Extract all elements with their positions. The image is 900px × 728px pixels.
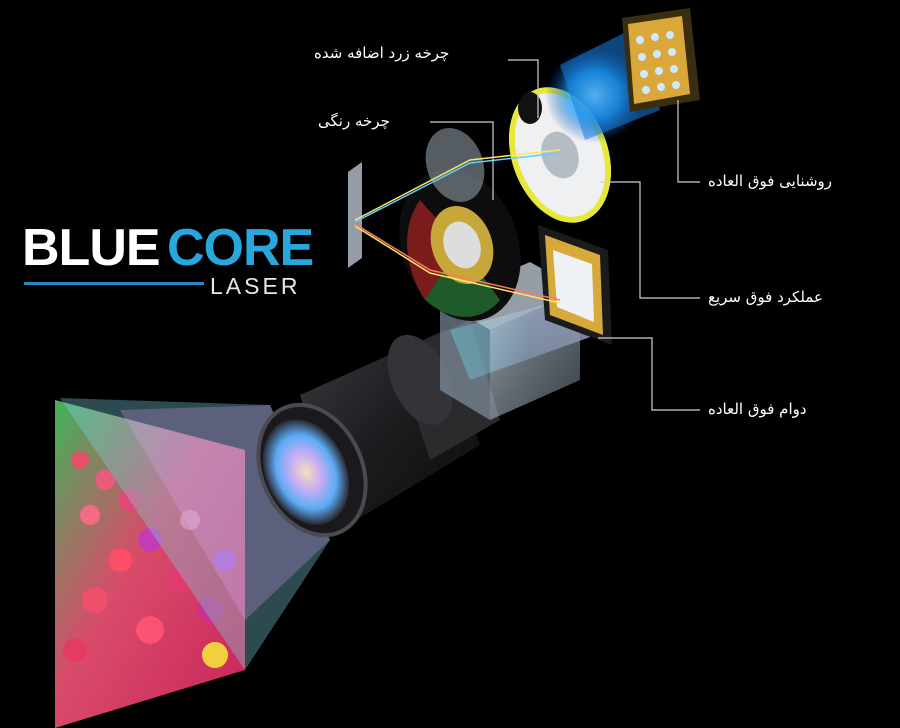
callout-yellow-wheel: چرخه زرد اضافه شده: [314, 44, 449, 62]
logo-word-core: CORE: [167, 222, 313, 274]
logo-underline: [24, 282, 204, 285]
mirror: [348, 162, 362, 268]
blue-core-laser-logo: BLUE CORE LASER: [18, 212, 300, 302]
callout-color-wheel: چرخه رنگی: [318, 112, 390, 130]
laser-module: [545, 8, 700, 143]
callout-performance: عملکرد فوق سریع: [708, 288, 823, 306]
logo-word-laser: LASER: [210, 273, 300, 300]
callout-durability: دوام فوق العاده: [708, 400, 807, 418]
logo-word-blue: BLUE: [22, 222, 160, 274]
callout-brightness: روشنایی فوق العاده: [708, 172, 832, 190]
